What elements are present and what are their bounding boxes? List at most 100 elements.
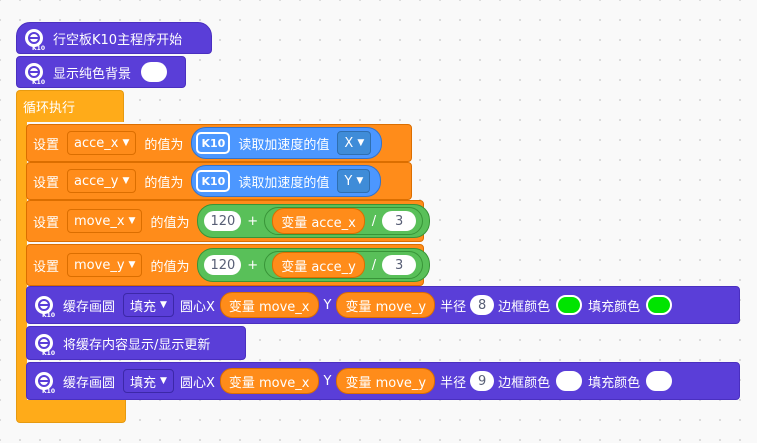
number-input[interactable]: 120	[204, 211, 242, 231]
variable-reporter[interactable]: 变量 acce_x	[272, 208, 365, 234]
radius-input[interactable]: 8	[470, 295, 495, 315]
fill-mode-dropdown[interactable]: 填充▼	[123, 293, 174, 317]
chevron-down-icon: ▼	[128, 216, 136, 226]
number-input[interactable]: 3	[382, 255, 417, 275]
cache-display-block[interactable]: K10 将缓存内容显示/显示更新	[26, 326, 246, 360]
division-operator[interactable]: 变量 acce_x / 3	[264, 207, 424, 235]
reporter-label: 读取加速度的值	[238, 175, 330, 191]
fill-color-label: 填充颜色	[588, 299, 641, 315]
radius-label: 半径	[440, 375, 467, 391]
center-y-variable[interactable]: 变量 move_y	[336, 292, 436, 318]
variable-name: move_y	[74, 257, 125, 273]
set-move-x-block[interactable]: 设置 move_x▼ 的值为 120 + 变量 acce_x / 3	[26, 200, 431, 242]
background-color-picker[interactable]	[141, 62, 168, 82]
bg-block-label: 显示纯色背景	[53, 66, 132, 82]
variable-name: move_x	[74, 213, 125, 229]
chevron-down-icon: ▼	[122, 138, 130, 148]
forever-loop-block[interactable]: 循环执行	[16, 90, 124, 122]
k10-icon	[25, 29, 43, 47]
k10-badge-icon: K10	[196, 170, 231, 192]
value-label: 的值为	[150, 259, 190, 275]
chevron-down-icon: ▼	[356, 176, 364, 186]
start-block-label: 行空板K10主程序开始	[53, 32, 183, 48]
main-program-start-block[interactable]: K10 行空板K10主程序开始	[16, 22, 212, 54]
addition-operator[interactable]: 120 + 变量 acce_y / 3	[197, 248, 431, 282]
fill-color-label: 填充颜色	[588, 375, 641, 391]
loop-arm	[16, 122, 27, 400]
border-color-picker[interactable]	[556, 371, 583, 391]
set-label: 设置	[33, 175, 60, 191]
center-y-label: Y	[323, 297, 332, 313]
k10-icon	[25, 63, 43, 81]
variable-dropdown[interactable]: acce_x▼	[67, 131, 137, 155]
reporter-label: 读取加速度的值	[238, 137, 330, 153]
read-acceleration-reporter[interactable]: K10 读取加速度的值 Y▼	[191, 165, 382, 197]
division-operator[interactable]: 变量 acce_y / 3	[264, 251, 424, 279]
fill-mode-value: 填充	[130, 299, 157, 315]
set-label: 设置	[33, 259, 60, 275]
read-acceleration-reporter[interactable]: K10 读取加速度的值 X▼	[191, 127, 383, 159]
variable-name: acce_y	[74, 173, 119, 189]
center-y-variable[interactable]: 变量 move_y	[336, 368, 436, 394]
set-acce-y-block[interactable]: 设置 acce_y▼ 的值为 K10 读取加速度的值 Y▼	[26, 162, 412, 200]
center-x-variable[interactable]: 变量 move_x	[219, 292, 319, 318]
fill-mode-value: 填充	[130, 375, 157, 391]
k10-icon-label: K10	[42, 388, 55, 395]
value-label: 的值为	[150, 215, 190, 231]
set-label: 设置	[33, 215, 60, 231]
number-input[interactable]: 3	[382, 211, 417, 231]
draw-circle-block[interactable]: K10 缓存画圆 填充▼ 圆心X 变量 move_x Y 变量 move_y 半…	[26, 362, 740, 400]
k10-icon-label: K10	[42, 312, 55, 319]
draw-circle-block[interactable]: K10 缓存画圆 填充▼ 圆心X 变量 move_x Y 变量 move_y 半…	[26, 286, 740, 324]
border-color-picker[interactable]	[556, 295, 583, 315]
variable-dropdown[interactable]: acce_y▼	[67, 169, 137, 193]
value-label: 的值为	[144, 137, 184, 153]
axis-dropdown[interactable]: X▼	[337, 131, 372, 155]
chevron-down-icon: ▼	[128, 260, 136, 270]
radius-input[interactable]: 9	[470, 371, 495, 391]
fill-color-picker[interactable]	[646, 371, 673, 391]
addition-operator[interactable]: 120 + 变量 acce_x / 3	[197, 204, 431, 238]
set-move-y-block[interactable]: 设置 move_y▼ 的值为 120 + 变量 acce_y / 3	[26, 244, 431, 286]
variable-dropdown[interactable]: move_y▼	[67, 253, 143, 277]
divide-sign: /	[371, 257, 377, 273]
set-label: 设置	[33, 137, 60, 153]
k10-icon-label: K10	[32, 79, 45, 86]
loop-bottom	[16, 400, 126, 423]
fill-color-picker[interactable]	[646, 295, 673, 315]
variable-name: acce_x	[74, 135, 119, 151]
plus-sign: +	[247, 213, 259, 229]
cache-display-label: 将缓存内容显示/显示更新	[63, 337, 211, 353]
set-acce-x-block[interactable]: 设置 acce_x▼ 的值为 K10 读取加速度的值 X▼	[26, 124, 412, 162]
solid-background-block[interactable]: K10 显示纯色背景	[16, 56, 186, 88]
value-label: 的值为	[144, 175, 184, 191]
loop-label: 循环执行	[23, 101, 76, 116]
k10-icon	[35, 334, 53, 352]
axis-value: Y	[344, 173, 353, 189]
chevron-down-icon: ▼	[357, 138, 365, 148]
k10-icon	[35, 296, 53, 314]
chevron-down-icon: ▼	[160, 376, 167, 386]
fill-mode-dropdown[interactable]: 填充▼	[123, 369, 174, 393]
border-color-label: 边框颜色	[498, 299, 551, 315]
number-input[interactable]: 120	[204, 255, 242, 275]
k10-icon-label: K10	[32, 45, 45, 52]
center-x-variable[interactable]: 变量 move_x	[219, 368, 319, 394]
radius-label: 半径	[440, 299, 467, 315]
center-x-label: 圆心X	[179, 299, 215, 315]
border-color-label: 边框颜色	[498, 375, 551, 391]
draw-circle-label: 缓存画圆	[63, 375, 116, 391]
k10-icon	[35, 372, 53, 390]
k10-badge-icon: K10	[196, 132, 231, 154]
variable-dropdown[interactable]: move_x▼	[67, 209, 143, 233]
center-x-label: 圆心X	[179, 375, 215, 391]
plus-sign: +	[247, 257, 259, 273]
chevron-down-icon: ▼	[160, 300, 167, 310]
chevron-down-icon: ▼	[122, 176, 130, 186]
variable-reporter[interactable]: 变量 acce_y	[272, 252, 365, 278]
draw-circle-label: 缓存画圆	[63, 299, 116, 315]
k10-icon-label: K10	[42, 350, 55, 357]
divide-sign: /	[371, 213, 377, 229]
axis-dropdown[interactable]: Y▼	[337, 169, 371, 193]
axis-value: X	[344, 135, 354, 151]
